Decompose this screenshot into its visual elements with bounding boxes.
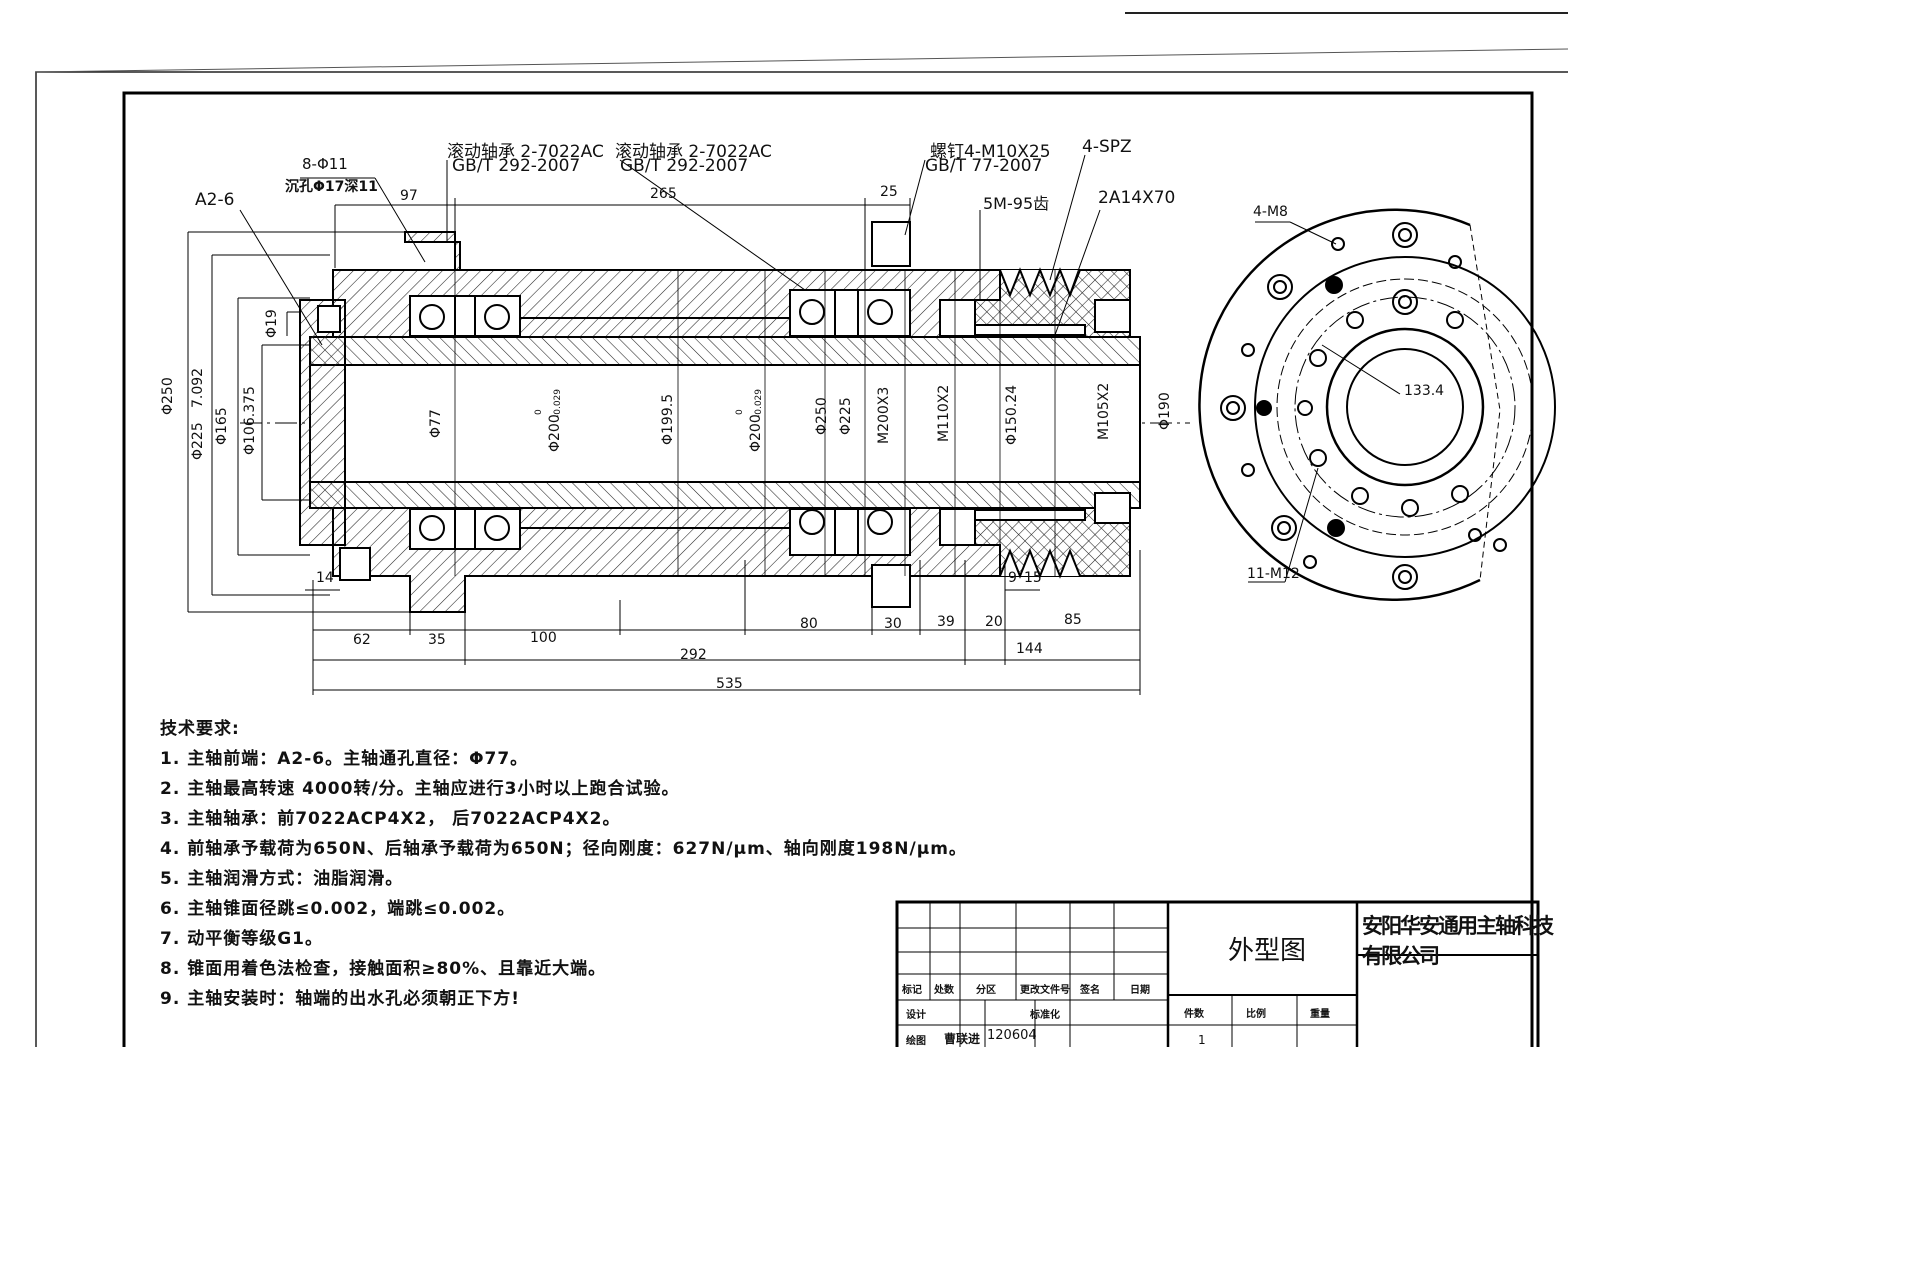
dim-tol-b-zero: 0 [735,409,745,415]
dim-100: 100 [530,630,557,646]
dim-phi190: Φ190 [1157,392,1173,430]
dim-m110x2: M110X2 [936,384,952,442]
dim-tol-b: -0.029 [754,388,764,418]
inner-frame [122,91,1534,1047]
dim-phi225-left: Φ225 [190,422,206,460]
note-item: 3. 主轴轴承：前7022ACP4X2， 后7022ACP4X2。 [160,809,621,829]
tb-drawer: 曹联进 [944,1032,981,1046]
drawing-canvas [35,12,1568,1047]
tb-header-count: 处数 [934,985,954,996]
end-view-holes-top: 4-M8 [1253,204,1288,220]
tb-date: 120604 [987,1028,1037,1043]
callout-bearing-front-1: 滚动轴承 2-7022AC [447,142,604,162]
dim-85: 85 [1064,612,1082,628]
outer-frame [35,71,1568,1047]
callout-screw-2: GB/T 77-2007 [925,156,1043,176]
tb-qty-label: 件数 [1184,1009,1204,1020]
tb-qty: 1 [1198,1033,1206,1047]
dim-39: 39 [937,614,955,630]
dim-62: 62 [353,632,371,648]
dim-80: 80 [800,616,818,632]
dim-phi225: Φ225 [838,397,854,435]
tb-header-sign: 签名 [1080,985,1100,996]
dim-292: 292 [680,647,707,663]
spindle-section [240,221,1190,613]
notes-heading: 技术要求: [160,719,240,739]
dim-9: 9 [1008,570,1017,586]
callout-holes-2: 沉孔Φ17深11 [285,179,378,195]
dim-144: 144 [1016,641,1043,657]
dim-phi77: Φ77 [428,409,444,438]
callout-spz: 4-SPZ [1082,137,1132,157]
dim-top-25: 25 [880,184,898,200]
technical-notes: 技术要求: 1. 主轴前端：A2-6。主轴通孔直径：Φ77。 2. 主轴最高转速… [160,714,967,1014]
tb-draw: 绘图 [906,1036,926,1047]
callout-bearing-front-2: GB/T 292-2007 [452,156,581,176]
dim-phi250: Φ250 [814,397,830,435]
dim-top-97: 97 [400,188,418,204]
note-item: 5. 主轴润滑方式：油脂润滑。 [160,869,404,889]
dim-phi165-left: Φ165 [214,407,230,445]
callout-holes-1: 8-Φ11 [302,155,348,173]
dim-top-265: 265 [650,186,677,202]
note-item: 7. 动平衡等级G1。 [160,929,323,949]
tb-header-mark: 标记 [902,985,922,996]
callout-bearing-rear-1: 滚动轴承 2-7022AC [615,142,772,162]
dim-35: 35 [428,632,446,648]
dim-7092-left: 7.092 [190,367,206,408]
dim-phi19-left: Φ19 [264,309,280,338]
dim-m105x2: M105X2 [1096,382,1112,440]
dim-tol-a: -0.029 [553,388,563,418]
dim-phi200-a: Φ200 [547,414,563,452]
callout-bearing-rear-2: GB/T 292-2007 [620,156,749,176]
callout-key: 2A14X70 [1098,188,1176,208]
dim-535: 535 [716,676,743,692]
callout-gear: 5M-95齿 [983,194,1050,213]
title-company: 安阳华安通用主轴科技有限公司 [1362,913,1554,968]
note-item: 6. 主轴锥面径跳≤0.002，端跳≤0.002。 [160,899,516,919]
tb-header-change: 更改文件号 [1020,985,1070,996]
tb-standard: 标准化 [1030,1010,1060,1021]
note-item: 8. 锥面用着色法检查，接触面积≥80%、且靠近大端。 [160,959,607,979]
tb-design: 设计 [906,1010,926,1021]
dim-phi199-5: Φ199.5 [660,393,676,445]
dim-14: 14 [316,570,334,586]
note-item: 2. 主轴最高转速 4000转/分。主轴应进行3小时以上跑合试验。 [160,779,680,799]
dim-tol-a-zero: 0 [534,409,544,415]
tb-header-date: 日期 [1130,985,1150,996]
callout-screw-1: 螺钉4-M10X25 [930,142,1051,162]
tb-weight-label: 重量 [1310,1009,1330,1020]
title-drawing-name: 外型图 [1228,936,1307,966]
dim-30: 30 [884,616,902,632]
callout-nose: A2-6 [195,190,235,210]
dim-m200x3: M200X3 [876,386,892,444]
dim-phi250-left: Φ250 [160,377,176,415]
note-item: 9. 主轴安装时：轴端的出水孔必须朝正下方! [160,989,520,1009]
dim-phi150: Φ150.24 [1004,384,1020,445]
note-item: 1. 主轴前端：A2-6。主轴通孔直径：Φ77。 [160,749,529,769]
tb-scale-label: 比例 [1246,1009,1266,1020]
dim-15: 15 [1024,570,1042,586]
dim-phi106-left: Φ106.375 [242,386,258,455]
note-item: 4. 前轴承予载荷为650N、后轴承予载荷为650N；径向刚度：627N/μm、… [160,839,967,859]
tb-header-zone: 分区 [976,985,996,996]
end-view-pcd: 133.4 [1404,383,1445,399]
end-view-holes-bottom: 11-M12 [1247,566,1300,582]
dim-20: 20 [985,614,1003,630]
dim-phi200-b: Φ200 [748,414,764,452]
